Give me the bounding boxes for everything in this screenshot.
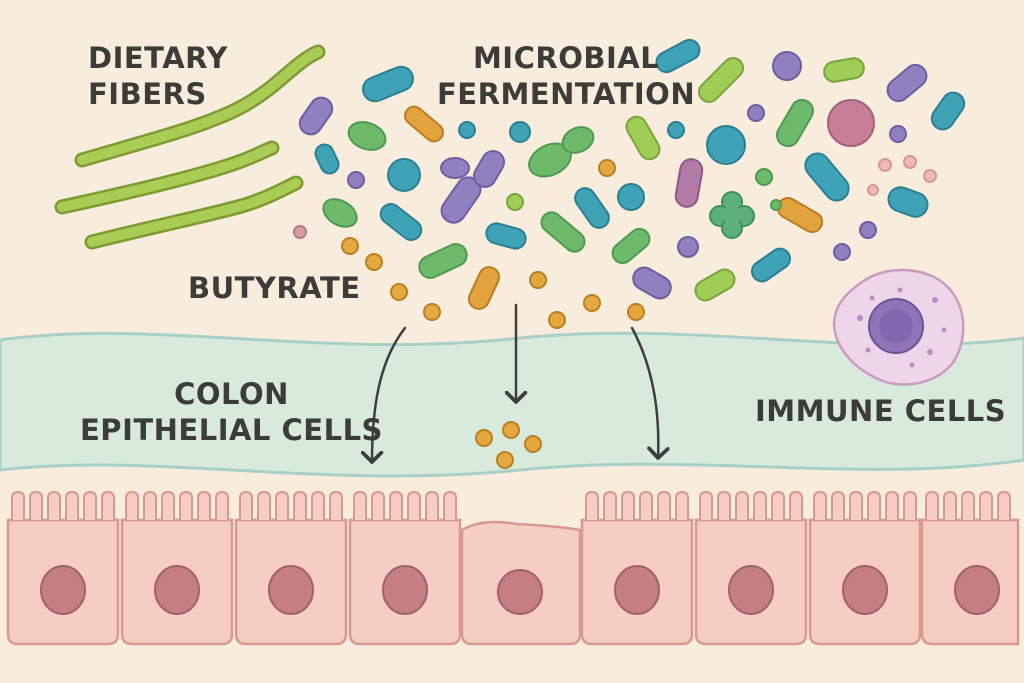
label-line: FIBERS xyxy=(88,77,207,111)
microbe-coccus xyxy=(878,158,892,172)
label-butyrate: BUTYRATE xyxy=(188,271,361,305)
epithelial-cell xyxy=(694,490,808,646)
label-line: MICROBIAL xyxy=(472,41,660,75)
epithelial-cells xyxy=(6,490,1020,646)
microbe-rod xyxy=(694,268,736,302)
epithelial-cell xyxy=(120,490,234,646)
microbe-rod xyxy=(674,158,704,208)
microbe-coccus xyxy=(293,225,307,239)
microbe-rod xyxy=(404,105,444,143)
absorption-arrows xyxy=(360,303,670,464)
microbe-rod xyxy=(655,38,701,74)
microbe-coccus xyxy=(833,243,851,261)
butyrate-molecules xyxy=(341,159,645,469)
microbe-rod xyxy=(314,143,340,175)
microbe-coccus xyxy=(387,158,421,192)
label-immune-cells: IMMUNE CELLS xyxy=(755,394,1007,428)
microbe-rod xyxy=(473,150,505,188)
label-microbial-fermentation: MICROBIAL FERMENTATION xyxy=(437,40,695,112)
microbe-rod xyxy=(804,152,850,202)
arrow-right xyxy=(630,326,670,460)
microbe-coccus xyxy=(506,193,524,211)
epithelial-cell xyxy=(920,490,1020,646)
microbe-coccus xyxy=(617,183,645,211)
microbe-rod xyxy=(823,57,865,83)
label-line: FERMENTATION xyxy=(437,77,696,111)
microbe-rod xyxy=(540,211,586,253)
microbe-rod xyxy=(625,115,661,161)
label-line: DIETARY xyxy=(88,41,228,75)
microbe-coccus xyxy=(923,169,937,183)
microbe-rod xyxy=(886,63,928,103)
epithelial-cell xyxy=(234,490,348,646)
microbe-rod xyxy=(467,266,501,310)
microbe-rod xyxy=(776,98,814,148)
microbe-rod xyxy=(298,96,334,136)
immune-cell xyxy=(832,268,965,386)
microbe-oval xyxy=(561,126,595,154)
microbe-rod xyxy=(418,243,468,279)
microbe-coccus xyxy=(867,184,879,196)
microbe-coccus xyxy=(827,99,875,147)
label-dietary-fibers: DIETARY FIBERS xyxy=(88,40,228,112)
epithelial-cell xyxy=(6,490,120,646)
label-line: EPITHELIAL CELLS xyxy=(80,413,383,447)
microbe-rod xyxy=(632,266,672,300)
microbe-coccus xyxy=(509,121,531,143)
microbe-rod xyxy=(750,247,792,283)
mucus-layer xyxy=(0,331,1024,478)
microbe-oval xyxy=(347,121,387,151)
microbe-rod xyxy=(776,197,824,233)
microbe-coccus xyxy=(458,121,476,139)
microbe-rod xyxy=(379,202,423,242)
microbe-rod xyxy=(887,186,929,218)
microbes xyxy=(293,38,966,310)
microbe-rod xyxy=(574,187,610,229)
epithelial-cell-smooth xyxy=(460,520,582,646)
label-line: COLON xyxy=(174,377,289,411)
dietary-fibers xyxy=(54,44,326,250)
microbe-oval xyxy=(440,157,470,179)
microbe-coccus xyxy=(889,125,907,143)
microbe-coccus xyxy=(772,51,802,81)
microbe-rod xyxy=(930,91,966,131)
microbe-coccus xyxy=(677,236,699,258)
epithelial-cell xyxy=(348,490,462,646)
microbe-coccus xyxy=(706,125,746,165)
microbe-oval xyxy=(322,198,358,228)
arrow-left xyxy=(360,326,407,464)
microbe-coccus xyxy=(755,168,773,186)
microbe-coccus xyxy=(667,121,685,139)
microbe-coccus xyxy=(903,155,917,169)
epithelial-cell xyxy=(580,490,694,646)
label-colon-epithelial-cells: COLON EPITHELIAL CELLS xyxy=(80,376,383,448)
microbe-rod xyxy=(362,65,414,103)
microbe-rod xyxy=(485,222,527,250)
microbe-coccus xyxy=(347,171,365,189)
microbe-rod xyxy=(611,227,651,265)
epithelial-cell xyxy=(808,490,922,646)
microbe-clover xyxy=(709,191,755,239)
microbe-coccus xyxy=(770,199,782,211)
microbe-rod xyxy=(697,56,745,104)
microbe-coccus xyxy=(747,104,765,122)
microbe-coccus xyxy=(859,221,877,239)
